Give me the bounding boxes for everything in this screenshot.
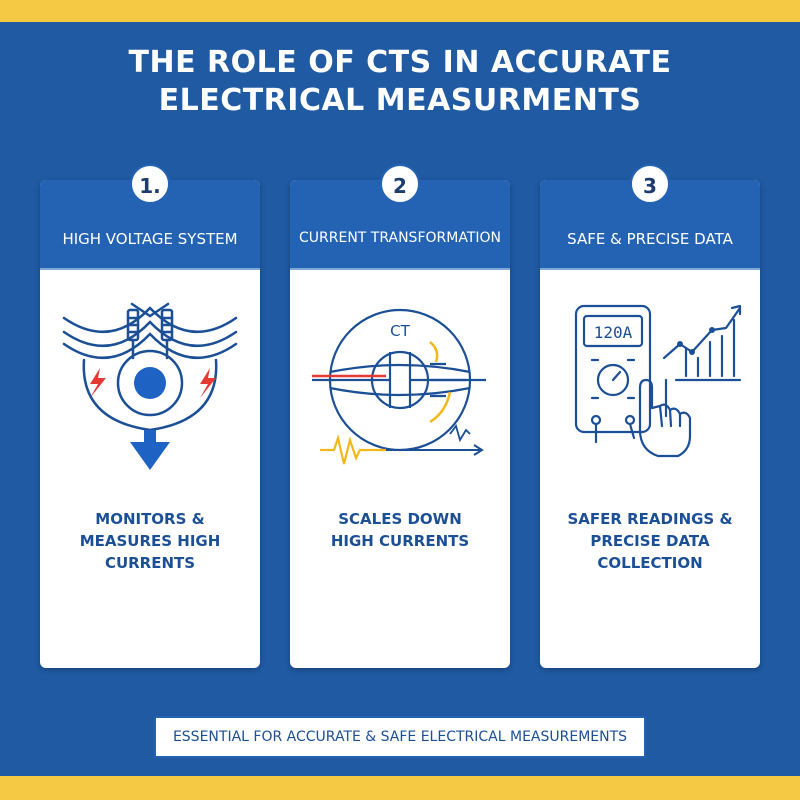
card-header: 1. HIGH VOLTAGE SYSTEM: [40, 164, 260, 270]
ct-label: CT: [390, 322, 410, 340]
card-current-transformation: 2 CURRENT TRANSFORMATION CT SCALES DOWN …: [290, 164, 510, 668]
footer-banner: ESSENTIAL FOR ACCURATE & SAFE ELECTRICAL…: [154, 716, 646, 758]
card-description: SCALES DOWN HIGH CURRENTS: [330, 510, 470, 550]
step-badge: 2: [380, 164, 420, 204]
step-badge: 3: [630, 164, 670, 204]
title-line-2: ELECTRICAL MEASURMENTS: [158, 83, 642, 118]
top-accent-band: [0, 0, 800, 22]
card-description: SAFER READINGS & PRECISE DATA COLLECTION: [567, 510, 733, 572]
card-description: MONITORS & MEASURES HIGH CURRENTS: [79, 510, 221, 572]
card-heading: SAFE & PRECISE DATA: [567, 230, 733, 248]
bottom-accent-band: [0, 776, 800, 800]
high-voltage-line-icon: [62, 302, 238, 470]
card-heading: CURRENT TRANSFORMATION: [299, 230, 501, 246]
meter-reading: 120A: [594, 323, 633, 342]
step-badge: 1.: [130, 164, 170, 204]
card-safe-precise-data: 3 SAFE & PRECISE DATA 120A SAFER READING…: [540, 164, 760, 668]
card-header: 3 SAFE & PRECISE DATA: [540, 164, 760, 270]
card-header: 2 CURRENT TRANSFORMATION: [290, 164, 510, 270]
multimeter-icon: 120A: [574, 304, 742, 458]
title-line-1: THE ROLE OF CTS IN ACCURATE: [128, 45, 672, 80]
page-title: THE ROLE OF CTS IN ACCURATE ELECTRICAL M…: [0, 44, 800, 120]
card-heading: HIGH VOLTAGE SYSTEM: [62, 230, 238, 248]
current-transformer-icon: CT: [312, 308, 486, 465]
card-high-voltage: 1. HIGH VOLTAGE SYSTEM MONITORS & MEASUR…: [40, 164, 260, 668]
